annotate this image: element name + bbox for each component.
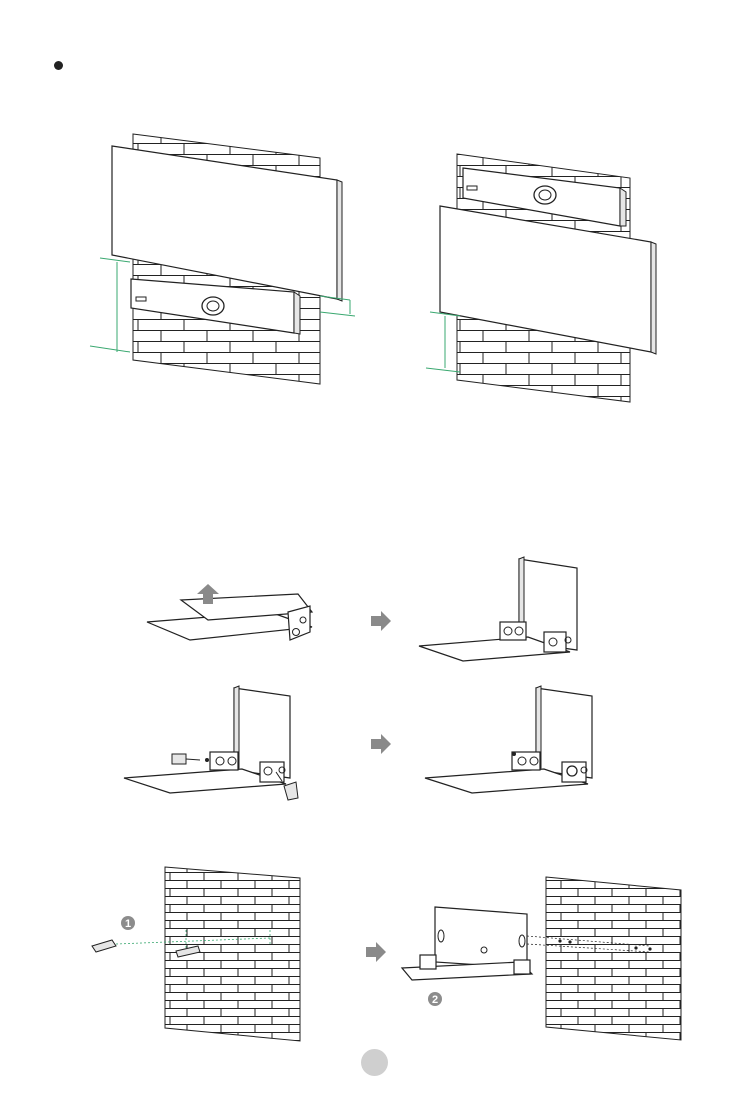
height-guides-right	[426, 312, 460, 372]
step-badge-1: 1	[121, 916, 135, 930]
bracket-screw-left	[124, 686, 298, 800]
right-arrow-icon	[371, 611, 391, 631]
svg-text:1: 1	[125, 918, 131, 930]
wall-bottom-right	[546, 877, 681, 1040]
right-arrow-icon	[366, 942, 386, 962]
bracket-screwed	[425, 686, 592, 793]
bracket-flat	[147, 584, 312, 640]
step-badge-2: 2	[428, 992, 442, 1006]
bracket-upright	[419, 557, 577, 661]
page-number-circle	[361, 1049, 388, 1076]
right-arrow-icon	[371, 734, 391, 754]
screw-icon	[172, 754, 209, 764]
svg-text:2: 2	[432, 994, 438, 1006]
